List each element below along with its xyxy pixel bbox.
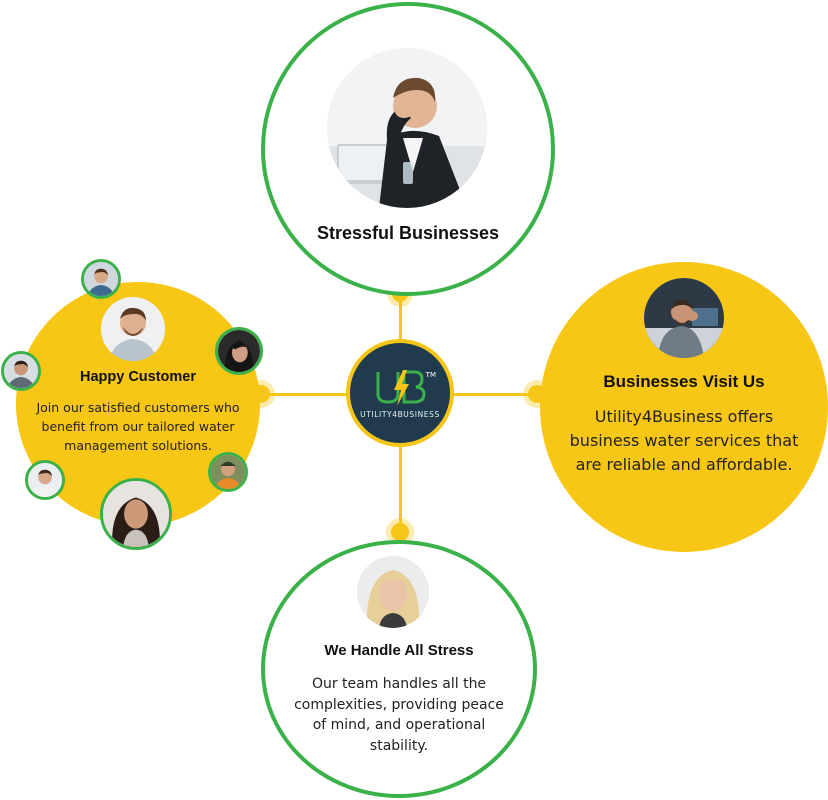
stressed-businessman-photo [327, 48, 487, 208]
happy-customer-photo [101, 297, 165, 361]
connector-right [448, 393, 536, 396]
customer-avatar-icon [1, 351, 41, 391]
node-title: Businesses Visit Us [540, 372, 828, 392]
node-description: Our team handles all the complexities, p… [289, 674, 509, 756]
logo-brand-text: UTILITY4BUSINESS [360, 410, 440, 419]
node-title: We Handle All Stress [265, 642, 533, 659]
customer-avatar-icon [100, 478, 172, 550]
customer-avatar-icon [215, 327, 263, 375]
connector-left [262, 393, 354, 396]
customer-avatar-icon [81, 259, 121, 299]
utility4business-logo: UTILITY4BUSINESS TM [350, 343, 450, 443]
node-description: Utility4Business offers business water s… [569, 405, 799, 477]
node-title: Happy Customer [16, 369, 260, 385]
connector-dot-bottom [391, 523, 409, 541]
relaxed-woman-photo [357, 556, 429, 628]
customer-avatar-icon [25, 460, 65, 500]
node-title: Stressful Businesses [265, 223, 551, 244]
node-description: Join our satisfied customers who benefit… [32, 398, 244, 455]
tired-worker-photo [644, 278, 724, 358]
trademark-mark: TM [426, 371, 436, 379]
ub-lightning-logo-icon [370, 368, 430, 408]
customer-avatar-icon [208, 452, 248, 492]
